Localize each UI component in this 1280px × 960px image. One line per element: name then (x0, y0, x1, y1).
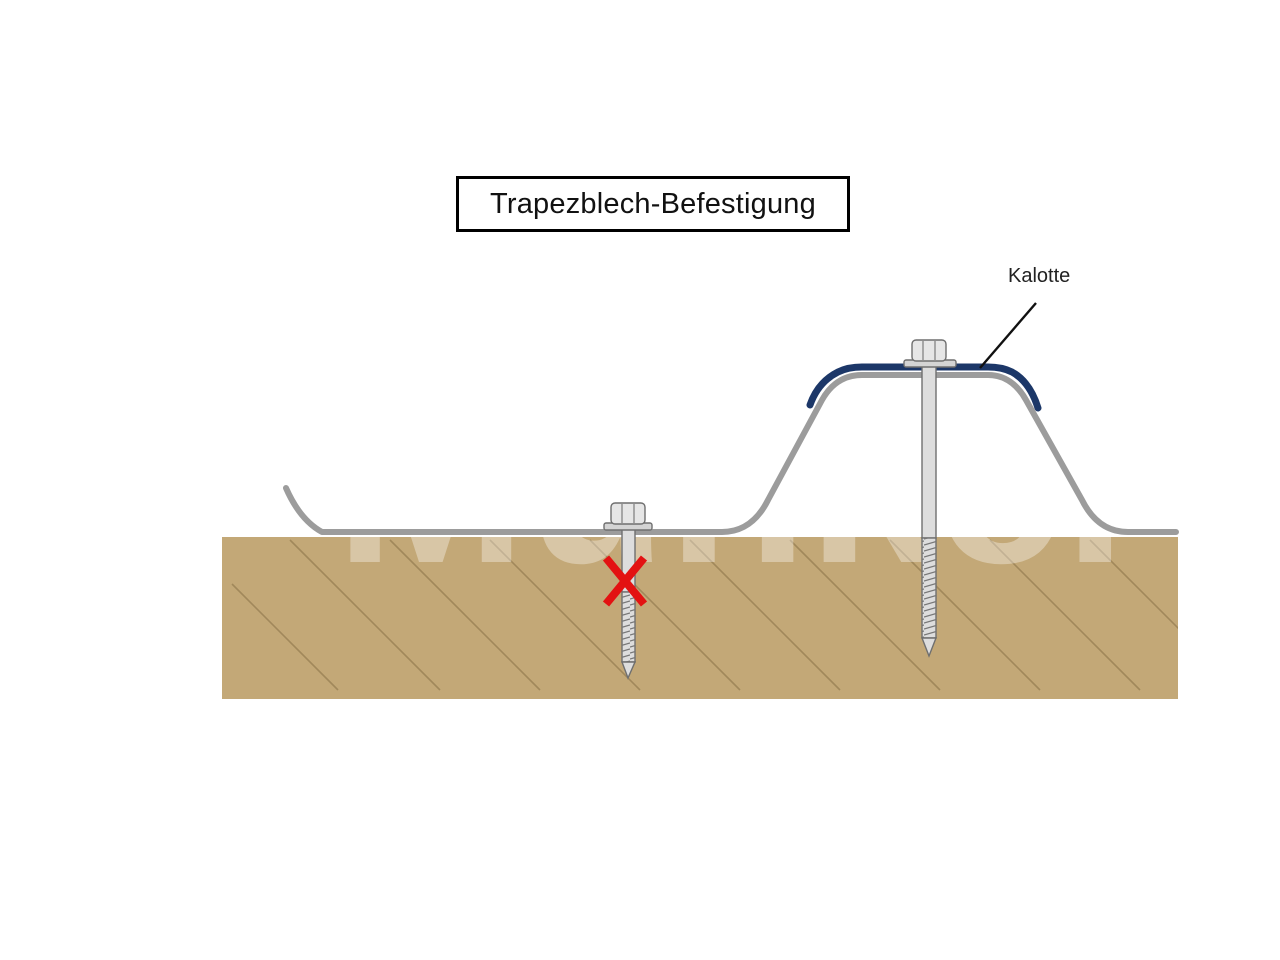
watermark: Münker (335, 354, 1153, 611)
callout-label: Kalotte (1008, 265, 1070, 287)
trapezoidal-sheet (283, 372, 1179, 535)
hex-screw-icon (903, 339, 957, 658)
wooden-beam (222, 537, 1178, 699)
wrong-x-icon (602, 555, 648, 607)
wood-hatching (231, 539, 1178, 691)
title-box: Trapezblech-Befestigung (456, 176, 850, 232)
diagram-title: Trapezblech-Befestigung (490, 187, 816, 220)
callout-leader-line (979, 302, 1037, 369)
